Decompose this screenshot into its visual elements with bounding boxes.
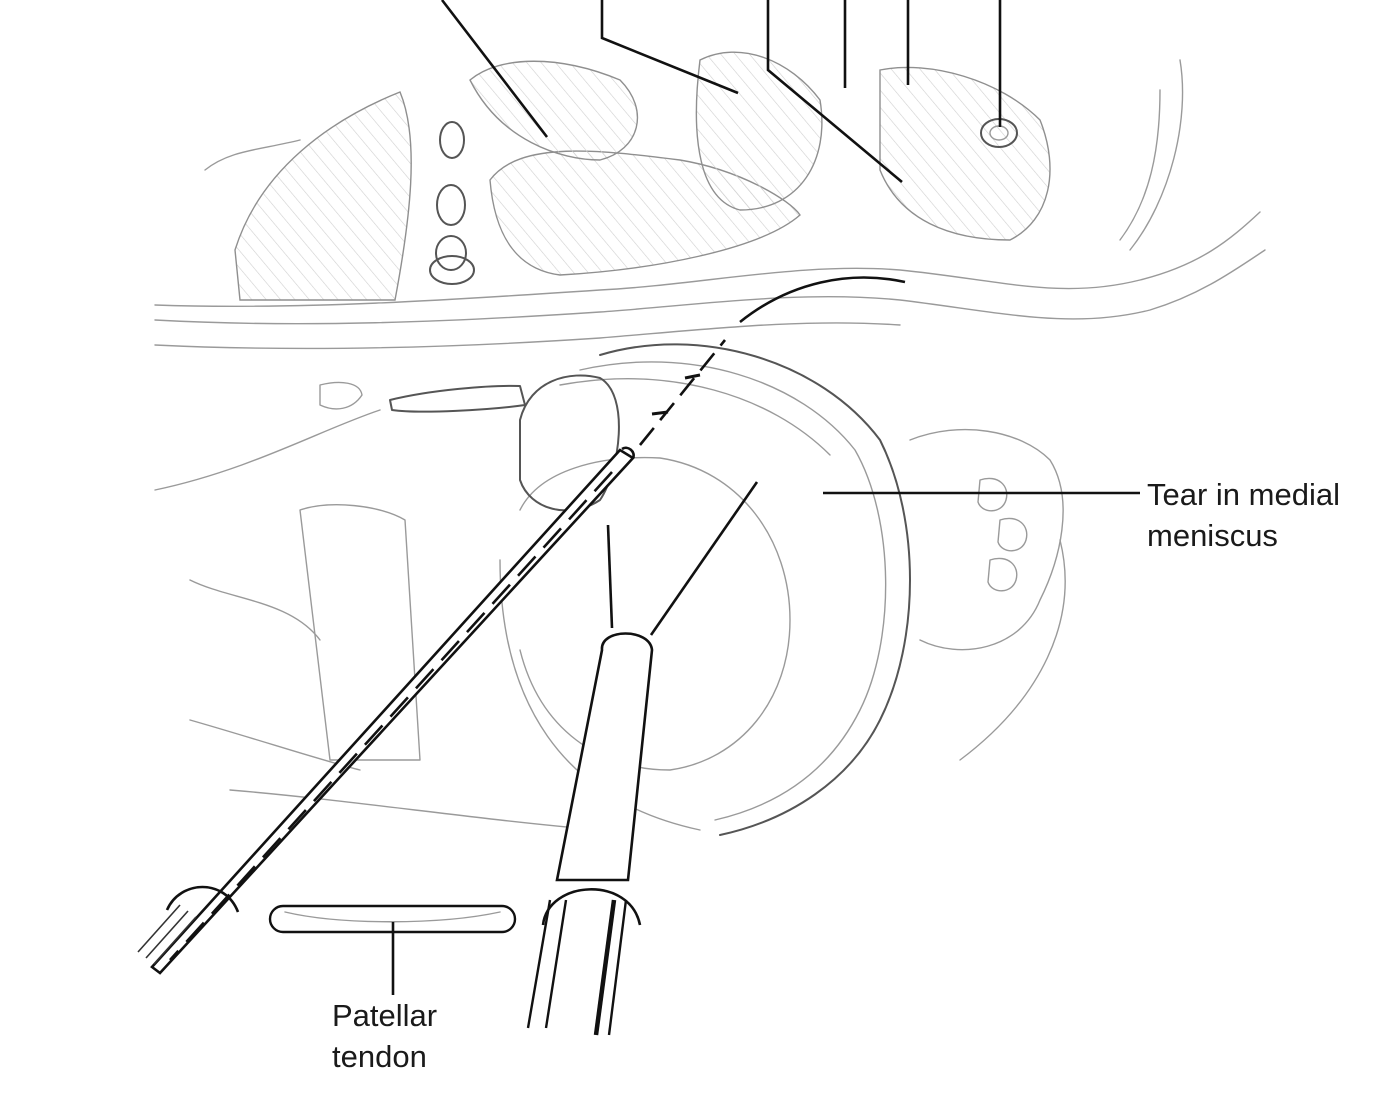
probe-shaft: [150, 448, 636, 975]
tear-label-line1: Tear in medial: [1147, 477, 1340, 512]
upper-leader-lines: [440, 0, 1002, 183]
arthroscope: [526, 481, 759, 1036]
probe-tip: [621, 446, 635, 459]
patellar-label-line1: Patellar: [332, 998, 437, 1033]
arthroscope-shaft: [555, 632, 654, 882]
suture-thread: [638, 339, 727, 446]
probe-center-dashes: [169, 471, 613, 961]
anatomy-sketch: [154, 51, 1266, 836]
scope-view-line-left: [606, 524, 614, 629]
patellar-tendon-incision: [268, 904, 517, 995]
probe-portal-arc: [165, 885, 240, 913]
scope-portal-arc: [541, 888, 642, 926]
probe-instrument: [137, 276, 906, 975]
leader-line-3: [766, 0, 903, 183]
leader-line-1: [440, 0, 549, 138]
leader-line-2: [600, 0, 739, 95]
scope-view-line-right: [649, 481, 759, 636]
suture-curve: [739, 276, 906, 324]
patellar-label-line2: tendon: [332, 1039, 427, 1074]
tear-label-line2: meniscus: [1147, 518, 1278, 553]
